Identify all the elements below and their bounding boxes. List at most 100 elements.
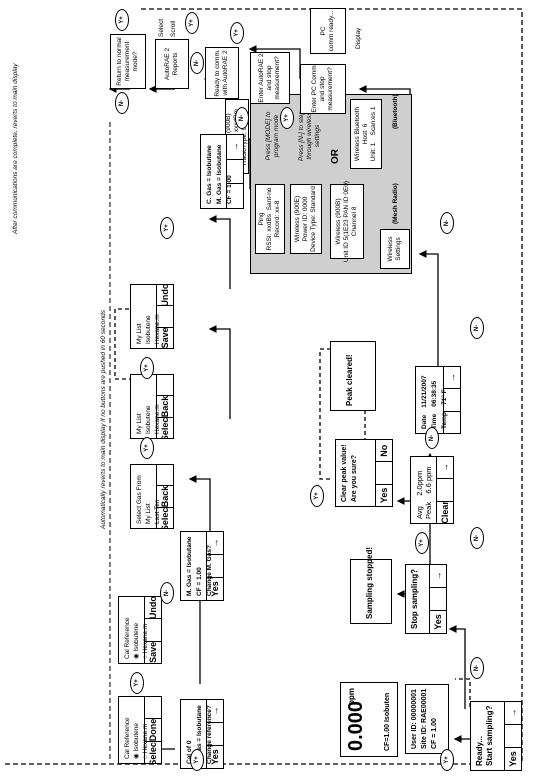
y-plus-button[interactable]: Y+ (130, 672, 144, 694)
n-minus-button[interactable]: N- (115, 92, 129, 114)
display-label: Display (355, 27, 362, 49)
stop-sampling-screen: Stop sampling? Yes → (405, 564, 447, 634)
cal-reference-save-screen: Cal Reference ◉ Isobutene ○ Hexane.m Sav… (118, 596, 162, 664)
main-display-screen: 0.000 ppm CF=1.00 Isobuten (340, 682, 398, 757)
peak-cleared-text: Peak cleared! (345, 354, 354, 406)
y-plus-button[interactable]: Y+ (415, 532, 429, 554)
c-gas-keys: → (226, 134, 243, 208)
y-plus-button[interactable]: Y+ (310, 485, 324, 507)
arrow-key[interactable]: → (505, 702, 521, 725)
select-gas-keys: Select Back (156, 465, 173, 528)
ready-autorae-box: Ready to comm. with AutoRAE 2 (205, 47, 239, 99)
gas-label: CF=1.00 Isobuten (384, 692, 391, 751)
after-comm-note: After communications are complete, rever… (12, 63, 19, 234)
select-key[interactable]: Select (160, 507, 170, 528)
back-key[interactable]: Back (157, 486, 173, 508)
n-minus-button[interactable]: N- (470, 527, 484, 549)
save-key[interactable]: Save (148, 641, 158, 663)
y-plus-button[interactable]: Y+ (160, 217, 174, 239)
cal-ref-keys: Select Done (144, 697, 161, 763)
blank-key[interactable] (145, 619, 161, 642)
avg-peak-text: Avg 2.0ppm Peak 6.6 ppm (415, 466, 433, 519)
n-minus-button[interactable]: N- (190, 52, 204, 74)
y-plus-button[interactable]: Y+ (115, 9, 129, 31)
sampling-stopped-screen: Sampling stopped! (350, 547, 392, 624)
y-plus-button[interactable]: Y+ (440, 749, 454, 771)
cal-of-keys: Yes → (206, 700, 223, 768)
clear-key[interactable]: Clear (440, 501, 450, 523)
mode-key[interactable] (207, 555, 223, 578)
cal-reference-screen: Cal Reference ◉ Isobutene ○ Hexane.m Sel… (118, 696, 162, 764)
done-key[interactable]: Done (145, 719, 161, 742)
yes-key[interactable]: Yes (433, 614, 443, 630)
arrow-key[interactable]: → (437, 457, 453, 480)
down-key[interactable] (157, 465, 173, 487)
enter-autorae-box: Enter AutoRAE 2 and stop measurement? (250, 52, 290, 104)
n-minus-button[interactable]: N- (440, 212, 454, 234)
bluetooth-label: (Bluetooth) (392, 94, 399, 129)
pc-ready-box: PC comm ready... (310, 8, 346, 54)
date-time-screen: Date 11/21/2007 Time 06:38:35 Temp 71° F… (415, 366, 461, 434)
back-key[interactable]: Back (157, 396, 173, 418)
ready-text: Ready... Start sampling? (475, 705, 494, 766)
arrow-key[interactable]: → (207, 532, 223, 555)
my-list-save-screen: My List Isobutene Hexane.m Save Undo (130, 284, 174, 349)
y-plus-button[interactable]: Y+ (190, 749, 204, 771)
user-id-screen: User ID: 00000001 Site ID: RAE00001 CF =… (405, 684, 449, 754)
no-key[interactable]: No (376, 440, 392, 463)
avg-keys: Clear → (436, 457, 453, 523)
arrow-key[interactable]: → (444, 367, 460, 390)
undo-key[interactable]: Undo (157, 285, 173, 307)
undo-key[interactable]: Undo (145, 597, 161, 620)
blank-key[interactable] (444, 412, 460, 433)
ready-screen: Ready... Start sampling? Yes → (470, 701, 522, 771)
mode-key[interactable] (444, 389, 460, 412)
stop-text: Stop sampling? (410, 569, 419, 629)
yes-key[interactable]: Yes (379, 487, 389, 504)
n-minus-button[interactable]: N- (160, 582, 174, 604)
ping-box: Ping RSSI: xxdBs Sant-no Record: xx-8 (255, 184, 285, 254)
select-gas-screen: Select Gas From My List Last Ten Select … (130, 464, 174, 529)
arrow-key[interactable]: → (430, 565, 446, 588)
blank-key[interactable] (145, 697, 161, 720)
stopped-text: Sampling stopped! (365, 547, 374, 619)
clear-peak-keys: Yes No (375, 440, 392, 506)
m-gas-keys: Yes → (206, 532, 223, 600)
my-list-screen: My List Isobutene Hexane.m Select Back (130, 374, 174, 439)
yes-key[interactable]: Yes (508, 751, 518, 767)
select-key[interactable]: Select (148, 741, 158, 763)
user-id-text: User ID: 00000001 Site ID: RAE00001 CF =… (411, 688, 438, 749)
arrow-key[interactable]: → (207, 700, 223, 723)
mode-key[interactable] (505, 725, 521, 748)
yes-key[interactable]: Yes (210, 749, 220, 765)
select-key[interactable]: Select (160, 417, 170, 438)
arrow-key[interactable]: → (227, 134, 243, 160)
mesh-radio-label: (Mesh Radio) (392, 183, 399, 224)
yes-key[interactable]: Yes (210, 581, 220, 597)
n-minus-button[interactable]: N- (470, 317, 484, 339)
blank-key[interactable] (157, 306, 173, 328)
clear-peak-text: Clear peak value! Are you sure? (341, 444, 358, 502)
scroll-label: Scroll (170, 20, 177, 37)
mode-key[interactable] (207, 723, 223, 746)
reading-value: 0.000 (345, 700, 367, 751)
n-minus-button[interactable]: N- (470, 657, 484, 679)
y-plus-button[interactable]: Y+ (185, 12, 199, 34)
y-plus-button[interactable]: Y+ (140, 437, 154, 459)
y-plus-button[interactable]: Y+ (230, 22, 244, 44)
mesh-radio-box: Wireless (900B) Unit ID 5(1E23 PAN ID 0E… (330, 181, 364, 262)
c-gas-screen: C. Gas = Isobutane M. Gas = Isobutane CF… (200, 134, 244, 209)
mode-key[interactable] (430, 588, 446, 611)
down-key[interactable] (157, 375, 173, 397)
peak-cleared-screen: Peak cleared! (330, 341, 376, 411)
mode-key[interactable] (437, 479, 453, 502)
mode-key[interactable] (376, 462, 392, 485)
y-plus-button[interactable]: Y+ (140, 357, 154, 379)
mode-key[interactable] (227, 159, 243, 185)
n-minus-button[interactable]: N- (425, 427, 439, 449)
blank-key[interactable] (227, 184, 243, 208)
save-key[interactable]: Save (160, 327, 170, 348)
enter-pc-comm-box: Enter PC Comm and stop measurement? (300, 64, 346, 114)
y-plus-button[interactable]: Y+ (280, 107, 294, 129)
n-minus-button[interactable]: N- (235, 107, 249, 129)
